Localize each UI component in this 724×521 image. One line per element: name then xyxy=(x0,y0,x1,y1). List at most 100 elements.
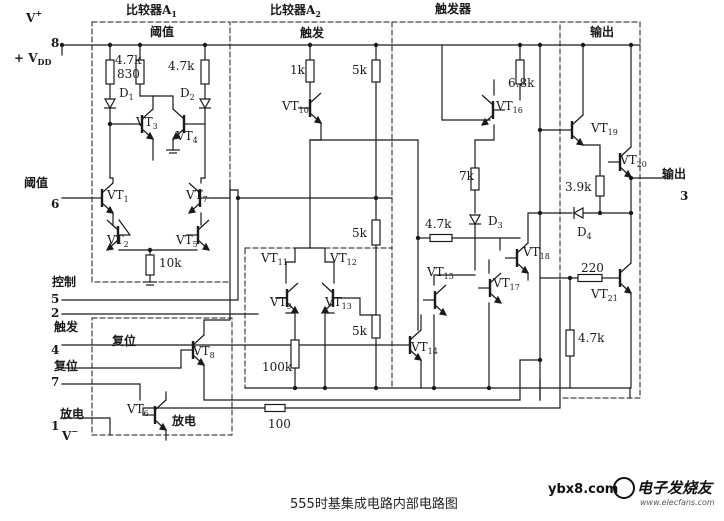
vt13-label: VT13 xyxy=(324,295,352,311)
vt8-label: VT8 xyxy=(192,344,215,360)
resistor xyxy=(264,403,286,413)
wire xyxy=(139,95,154,110)
transistor xyxy=(187,205,196,214)
junction-dot xyxy=(486,385,492,391)
wire xyxy=(142,407,266,416)
vplus-label: V+ xyxy=(25,8,42,25)
vt4-label: VT4 xyxy=(175,129,198,145)
junction-dot xyxy=(517,42,523,48)
resistor xyxy=(135,59,145,85)
vdd-label: + VDD xyxy=(14,51,51,67)
resistor xyxy=(577,273,603,283)
resistor xyxy=(429,233,453,243)
transistor xyxy=(291,305,300,314)
transistor xyxy=(481,94,494,106)
wire xyxy=(309,139,419,331)
transistor xyxy=(286,282,299,294)
r15-label: 4.7k xyxy=(578,331,605,345)
transistor xyxy=(106,205,115,214)
r3-label: 4.7k xyxy=(168,59,195,73)
wire xyxy=(284,279,561,409)
resistor xyxy=(371,314,381,339)
wire xyxy=(118,219,131,236)
transistor xyxy=(154,399,167,411)
transistor xyxy=(320,305,329,314)
pin5-label: 5 xyxy=(51,292,59,306)
block-border xyxy=(231,21,393,249)
wire xyxy=(324,261,335,284)
watermark-brand: 电子发烧友 xyxy=(637,479,714,497)
transistor xyxy=(172,108,185,120)
r11-label: 10k xyxy=(159,256,182,270)
r9-label: 4.7k xyxy=(425,217,452,231)
junction-dot xyxy=(307,42,313,48)
wire xyxy=(285,312,296,341)
pin8-label: 8 xyxy=(51,36,59,50)
wire xyxy=(61,383,141,401)
vt12-label: VT12 xyxy=(329,251,357,267)
vt1-label: VT1 xyxy=(106,188,129,204)
vt11-label: VT11 xyxy=(260,251,288,267)
wire xyxy=(441,44,491,121)
transistor xyxy=(434,284,447,296)
watermark-url: www.elecfans.com xyxy=(640,498,715,507)
r8-label: 5k xyxy=(352,226,368,240)
resistor xyxy=(145,254,155,276)
vt14-label: VT14 xyxy=(410,340,438,356)
resistor xyxy=(565,329,575,357)
threshold-stage-heading: 阈值 xyxy=(150,24,174,39)
junction-dot xyxy=(628,42,634,48)
transistor xyxy=(571,114,584,126)
transistor xyxy=(197,219,210,231)
d1-label: D1 xyxy=(119,86,134,102)
r5-label: 5k xyxy=(352,63,368,77)
vt10-label: VT10 xyxy=(281,99,309,115)
d2-label: D2 xyxy=(180,86,195,102)
junction-dot xyxy=(107,42,113,48)
junction-dot xyxy=(431,385,437,391)
junction-dot xyxy=(537,210,543,216)
transistor xyxy=(106,219,119,231)
r4-label: 1k xyxy=(290,63,306,77)
resistor xyxy=(305,59,315,83)
wire xyxy=(582,144,601,177)
comparator-a1-heading: 比较器A1 xyxy=(126,2,177,19)
r10-label: 3.9k xyxy=(565,180,592,194)
diode xyxy=(198,98,212,110)
transistor xyxy=(141,108,154,120)
pin3-label: 3 xyxy=(680,189,688,203)
wire xyxy=(203,179,231,336)
transistor xyxy=(188,182,201,194)
pin7-label: 7 xyxy=(51,375,59,389)
wire xyxy=(203,359,541,401)
r12-label: 5k xyxy=(352,324,368,338)
d4-label: D4 xyxy=(577,225,592,241)
transistor xyxy=(624,169,633,178)
resistor xyxy=(200,59,210,85)
junction-dot xyxy=(597,210,603,216)
wire xyxy=(433,274,476,286)
vt5-label: VT5 xyxy=(175,233,198,249)
resistor xyxy=(371,219,381,246)
junction-dot xyxy=(59,42,65,48)
vt18-label: VT18 xyxy=(522,245,550,261)
vt7-label: VT7 xyxy=(185,188,208,204)
resistor xyxy=(105,59,115,85)
transistor xyxy=(202,242,211,251)
transistor xyxy=(101,182,114,194)
junction-dot xyxy=(322,385,328,391)
r2-label: 830 xyxy=(117,67,140,81)
vt2-label: VT2 xyxy=(106,233,129,249)
resistor xyxy=(515,59,525,85)
vt20-label: VT20 xyxy=(619,153,647,169)
r14-label: 220 xyxy=(581,261,604,275)
wire xyxy=(344,297,377,316)
r6-label: 6.8k xyxy=(508,76,535,90)
transistor xyxy=(171,131,180,140)
wire xyxy=(474,124,495,141)
junction-dot xyxy=(235,195,241,201)
resistor xyxy=(290,339,300,369)
junction-dot xyxy=(137,42,143,48)
junction-dot xyxy=(107,121,113,127)
